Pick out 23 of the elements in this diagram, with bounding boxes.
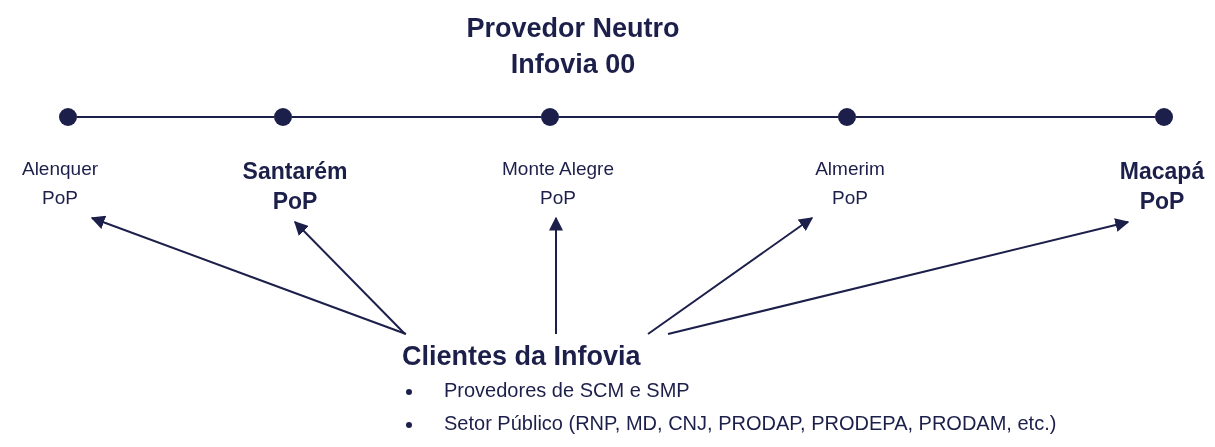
circle-dot <box>838 108 856 126</box>
circle-dot <box>541 108 559 126</box>
pop-label: Alenquer PoP <box>12 154 108 212</box>
bullet-text: Provedores de SCM e SMP <box>444 379 690 401</box>
pop-label: Santarém PoP <box>235 156 355 216</box>
connector-line <box>291 116 542 118</box>
arrow <box>647 217 814 335</box>
connector-line <box>558 116 839 118</box>
arrow <box>294 221 406 335</box>
circle-dot <box>274 108 292 126</box>
bullet-text: Setor Público (RNP, MD, CNJ, PRODAP, PRODEPA, PRODAM, etc.) <box>444 412 1057 434</box>
pop-label: Almerim PoP <box>805 154 895 212</box>
connector-line <box>76 116 275 118</box>
arrow <box>90 215 407 335</box>
group-heading: Clientes da Infovia <box>402 340 642 373</box>
connector-line <box>855 116 1156 118</box>
diagram-title: Provedor Neutro Infovia 00 <box>465 12 681 81</box>
arrow <box>549 216 563 335</box>
pop-label: Macapá PoP <box>1112 156 1212 216</box>
arrow <box>667 218 1130 335</box>
pop-label: Monte Alegre PoP <box>493 154 623 212</box>
circle-dot <box>59 108 77 126</box>
circle-dot <box>1155 108 1173 126</box>
